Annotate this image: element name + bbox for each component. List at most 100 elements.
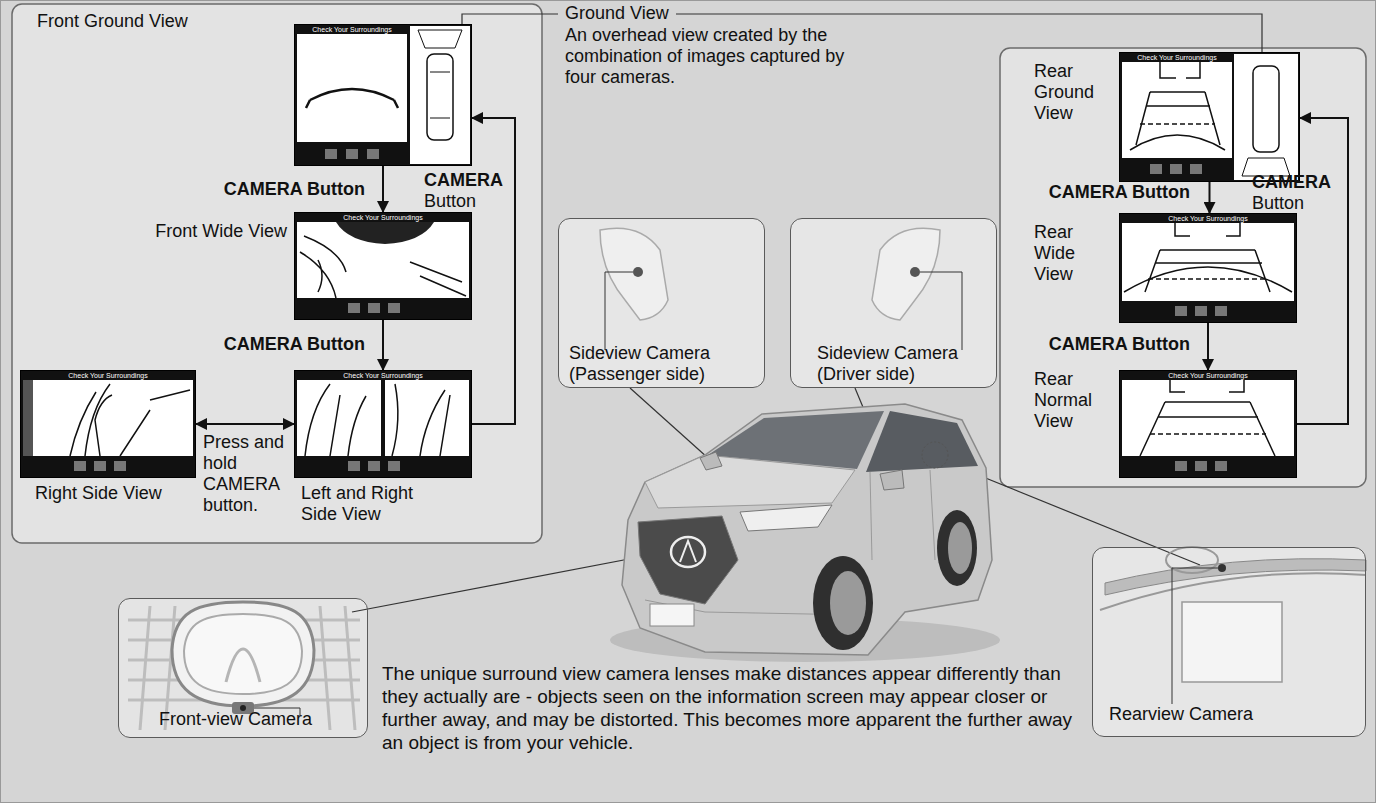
screen-image (1215, 306, 1227, 316)
camera-callout: Front-view Camera (118, 598, 368, 738)
mirror-illustration (605, 272, 633, 350)
screen-image (294, 24, 472, 166)
screen-image (23, 380, 33, 456)
car-illustration (700, 452, 722, 470)
car-illustration (671, 537, 705, 567)
screen-image (1150, 164, 1162, 174)
screen-image (1122, 62, 1232, 158)
note-text: The unique surround view camera lenses m… (382, 662, 1082, 754)
screen-image (1150, 164, 1202, 174)
button-hint: Press and hold CAMERA button. (203, 432, 293, 516)
flow-arrow (382, 320, 384, 370)
camera-view-screen: Right Side ViewCheck Your Surroundings (20, 370, 196, 478)
screen-image (427, 54, 453, 140)
screen-image (1124, 223, 1292, 292)
camera-view-screen: Front Wide ViewCheck Your Surroundings (294, 212, 472, 320)
heading-label: Ground View (565, 3, 675, 24)
mirror-illustration (600, 228, 668, 320)
screen-image (410, 26, 470, 164)
screen-image (1175, 461, 1227, 471)
flow-arrow (1207, 323, 1209, 370)
car-illustration (937, 510, 977, 586)
grille-illustration (184, 614, 302, 694)
screen-image (1190, 164, 1202, 174)
screen-image (297, 380, 469, 456)
flow-arrow (1209, 182, 1211, 213)
screen-image (367, 149, 379, 159)
button-label: CAMERA Button (200, 334, 365, 355)
callout-fill (118, 598, 368, 738)
callout-text: Sideview Camera (Driver side) (817, 343, 992, 385)
screen-image (23, 380, 193, 456)
screen-image (325, 149, 337, 159)
screen-image (1130, 62, 1225, 150)
screen-image (1175, 306, 1227, 316)
screen-image (348, 303, 360, 313)
panel (12, 4, 1366, 543)
camera-view-screen: Rear Normal ViewCheck Your Surroundings (1119, 370, 1297, 478)
view-name: Front Wide View (105, 221, 287, 242)
car-illustration (813, 556, 873, 650)
car-illustration (866, 411, 978, 472)
screen-banner: Check Your Surroundings (1122, 53, 1232, 62)
screen-image (1140, 123, 1215, 125)
screen-image (348, 303, 400, 313)
screen-image (388, 461, 400, 471)
mirror-illustration (910, 267, 920, 277)
car-illustration (610, 404, 1000, 662)
callout-fill (118, 218, 1366, 738)
screen-image (297, 222, 469, 298)
panel (12, 4, 542, 543)
car-illustration (880, 470, 904, 490)
flow-arrow (472, 118, 515, 424)
screen-image (325, 149, 379, 159)
tailgate-illustration (1166, 547, 1218, 573)
screen-image (1215, 461, 1227, 471)
view-name: Rear Wide View (1034, 222, 1096, 285)
screen-image (74, 461, 126, 471)
button-label: CAMERA Button (200, 179, 365, 200)
screen-banner: Check Your Surroundings (297, 213, 469, 222)
screen-image (306, 89, 398, 108)
callout-text: Sideview Camera (Passenger side) (569, 343, 754, 385)
car-illustration (830, 571, 866, 635)
car-illustration (680, 541, 696, 562)
screen-image (368, 461, 380, 471)
screen-image (1150, 433, 1266, 435)
camera-view-screen: Front Ground ViewCheck Your Surroundings (294, 24, 472, 166)
screen-image (1119, 52, 1300, 182)
grille-illustration (128, 602, 360, 730)
callout-fill (558, 218, 765, 388)
callout-text: Rearview Camera (1109, 704, 1359, 725)
car-illustration (948, 522, 972, 574)
callout-fill (1092, 547, 1366, 737)
camera-callout: Rearview Camera (1092, 547, 1366, 737)
view-name: Rear Ground View (1034, 61, 1108, 124)
car-illustration (740, 505, 832, 531)
leader-line (462, 14, 558, 24)
grille-illustration (172, 602, 314, 706)
screen-image (294, 370, 472, 478)
view-name: Left and Right Side View (301, 483, 451, 525)
grille-illustration (128, 606, 360, 730)
screen-banner: Check Your Surroundings (1122, 371, 1294, 380)
callout-text: Front-view Camera (159, 709, 359, 730)
screen-image (20, 370, 196, 478)
tailgate-illustration (1172, 568, 1218, 704)
screen-image (381, 380, 385, 456)
screen-image (388, 303, 400, 313)
screen-image (1253, 66, 1279, 152)
screen-image (305, 384, 450, 456)
screen-image (294, 370, 472, 478)
screen-image (297, 34, 407, 142)
flow-arrow (196, 423, 294, 425)
button-label: CAMERA Button (424, 170, 496, 212)
camera-callout: Sideview Camera (Passenger side) (558, 218, 765, 388)
screen-image (1195, 306, 1207, 316)
heading-label: An overhead view created by the combinat… (565, 25, 865, 88)
screen-image (1170, 164, 1182, 174)
grille-illustration (226, 649, 260, 682)
